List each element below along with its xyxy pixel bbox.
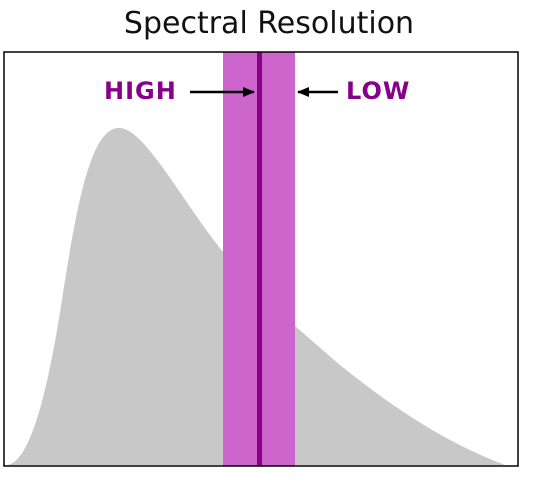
diagram-title: Spectral Resolution — [123, 6, 415, 41]
label-low: LOW — [346, 77, 410, 105]
plot-frame — [3, 51, 519, 467]
label-high: HIGH — [104, 77, 177, 105]
narrow-band — [257, 52, 262, 466]
